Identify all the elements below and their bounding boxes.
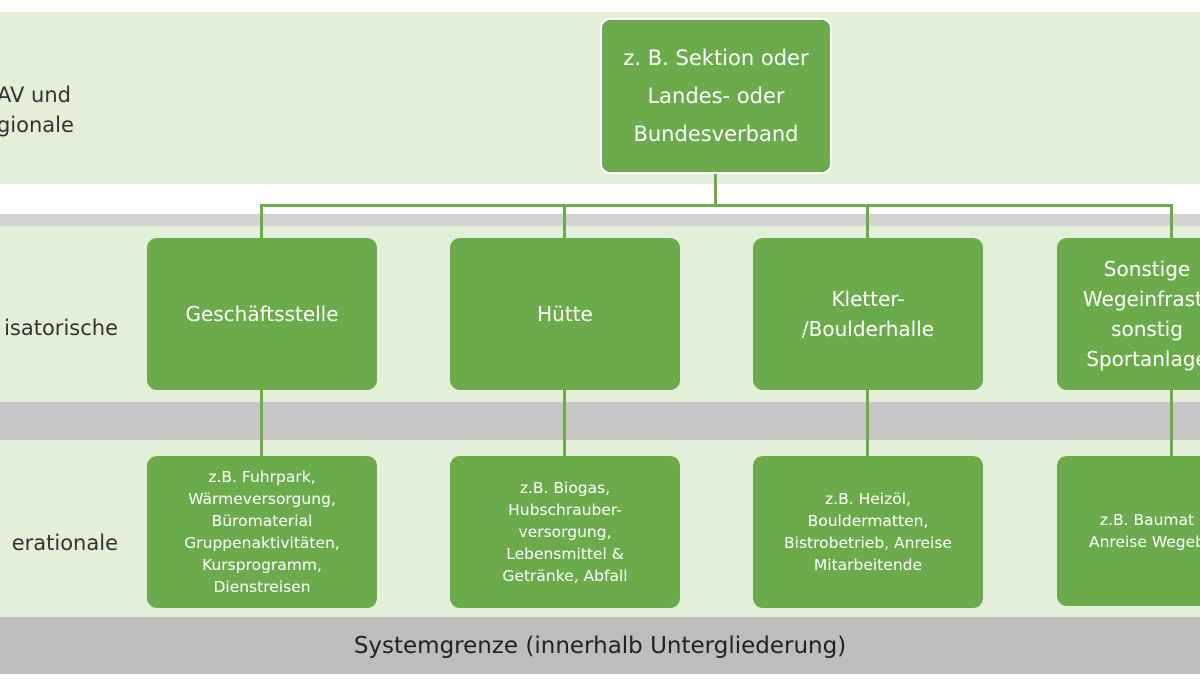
detail-box-kletterhalle: z.B. Heizöl, Bouldermatten, Bistrobetrie…	[753, 456, 983, 608]
unit-box-huette: Hütte	[450, 238, 680, 390]
organizational-boundary-band	[0, 402, 1200, 440]
row-label-regional: AV und gionale rgliederung	[0, 83, 118, 145]
detail-box-sonstige: z.B. Baumat Anreise Wegeb	[1057, 456, 1200, 606]
unit-box-geschaeftsstelle: Geschäftsstelle	[147, 238, 377, 390]
row-label-operational: erationale Grenze	[11, 531, 118, 563]
system-boundary-label: Systemgrenze (innerhalb Untergliederung)	[353, 632, 847, 659]
connector-detail-1	[260, 390, 263, 456]
row-label-organizational: isatorische renze	[4, 316, 118, 348]
connector-detail-4	[1170, 390, 1173, 456]
connector-branch-1	[260, 204, 263, 238]
unit-box-kletterhalle: Kletter- /Boulderhalle	[753, 238, 983, 390]
connector-branch-4	[1170, 204, 1173, 238]
level-separator-top	[0, 214, 1200, 226]
connector-detail-3	[866, 390, 869, 456]
connector-detail-2	[563, 390, 566, 456]
system-boundary-bar: Systemgrenze (innerhalb Untergliederung)	[0, 617, 1200, 674]
connector-top-vertical	[714, 172, 717, 205]
unit-box-sonstige: Sonstige Wegeinfrastr sonstig Sportanlag…	[1057, 238, 1200, 390]
connector-horizontal	[260, 204, 1173, 207]
detail-box-huette: z.B. Biogas, Hubschrauber- versorgung, L…	[450, 456, 680, 608]
detail-box-geschaeftsstelle: z.B. Fuhrpark, Wärmeversorgung, Büromate…	[147, 456, 377, 608]
connector-branch-2	[563, 204, 566, 238]
top-level-box: z. B. Sektion oder Landes- oder Bundesve…	[600, 18, 832, 174]
connector-branch-3	[866, 204, 869, 238]
